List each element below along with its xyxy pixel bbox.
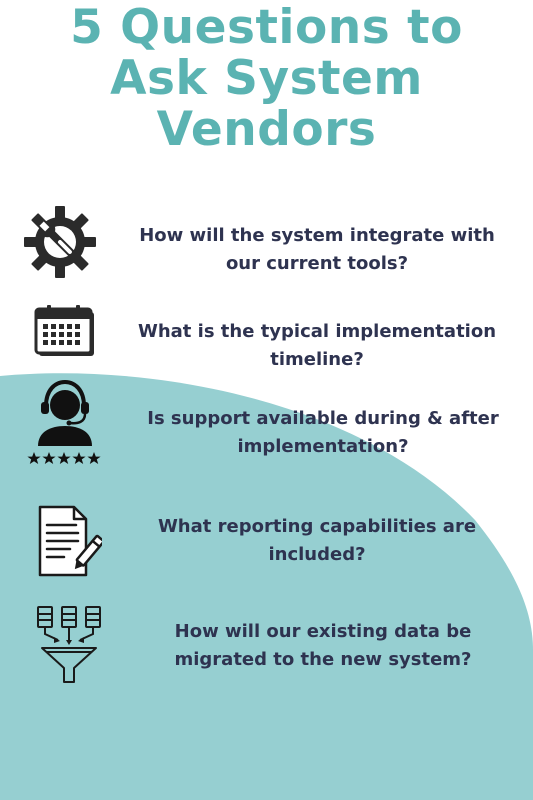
question-5-line-2: migrated to the new system? (174, 649, 472, 670)
calendar-icon (34, 305, 94, 356)
title-line-2: Ask System (110, 51, 423, 106)
question-4: What reporting capabilities are included… (112, 513, 522, 569)
question-5: How will our existing data be migrated t… (118, 618, 528, 674)
question-1-line-1: How will the system integrate with (139, 225, 495, 246)
question-3: Is support available during & after impl… (118, 405, 528, 461)
question-2: What is the typical implementation timel… (112, 318, 522, 374)
question-1-line-2: our current tools? (225, 253, 409, 274)
gear-wrench-icon (24, 206, 96, 278)
question-2-line-2: timeline? (270, 349, 364, 370)
question-5-line-1: How will our existing data be (174, 621, 472, 642)
data-funnel-icon (37, 606, 101, 683)
page-title: 5 Questions to Ask System Vendors (0, 2, 533, 155)
title-line-1: 5 Questions to (70, 0, 463, 55)
support-headset-icon (27, 379, 101, 464)
question-3-line-1: Is support available during & after (147, 408, 499, 429)
question-1: How will the system integrate with our c… (112, 222, 522, 278)
question-2-line-1: What is the typical implementation (137, 321, 497, 342)
rating-stars (27, 452, 101, 464)
report-pen-icon (38, 505, 102, 577)
question-3-line-2: implementation? (237, 436, 409, 457)
title-line-3: Vendors (156, 102, 377, 157)
question-4-line-2: included? (268, 544, 366, 565)
question-4-line-1: What reporting capabilities are (157, 516, 477, 537)
